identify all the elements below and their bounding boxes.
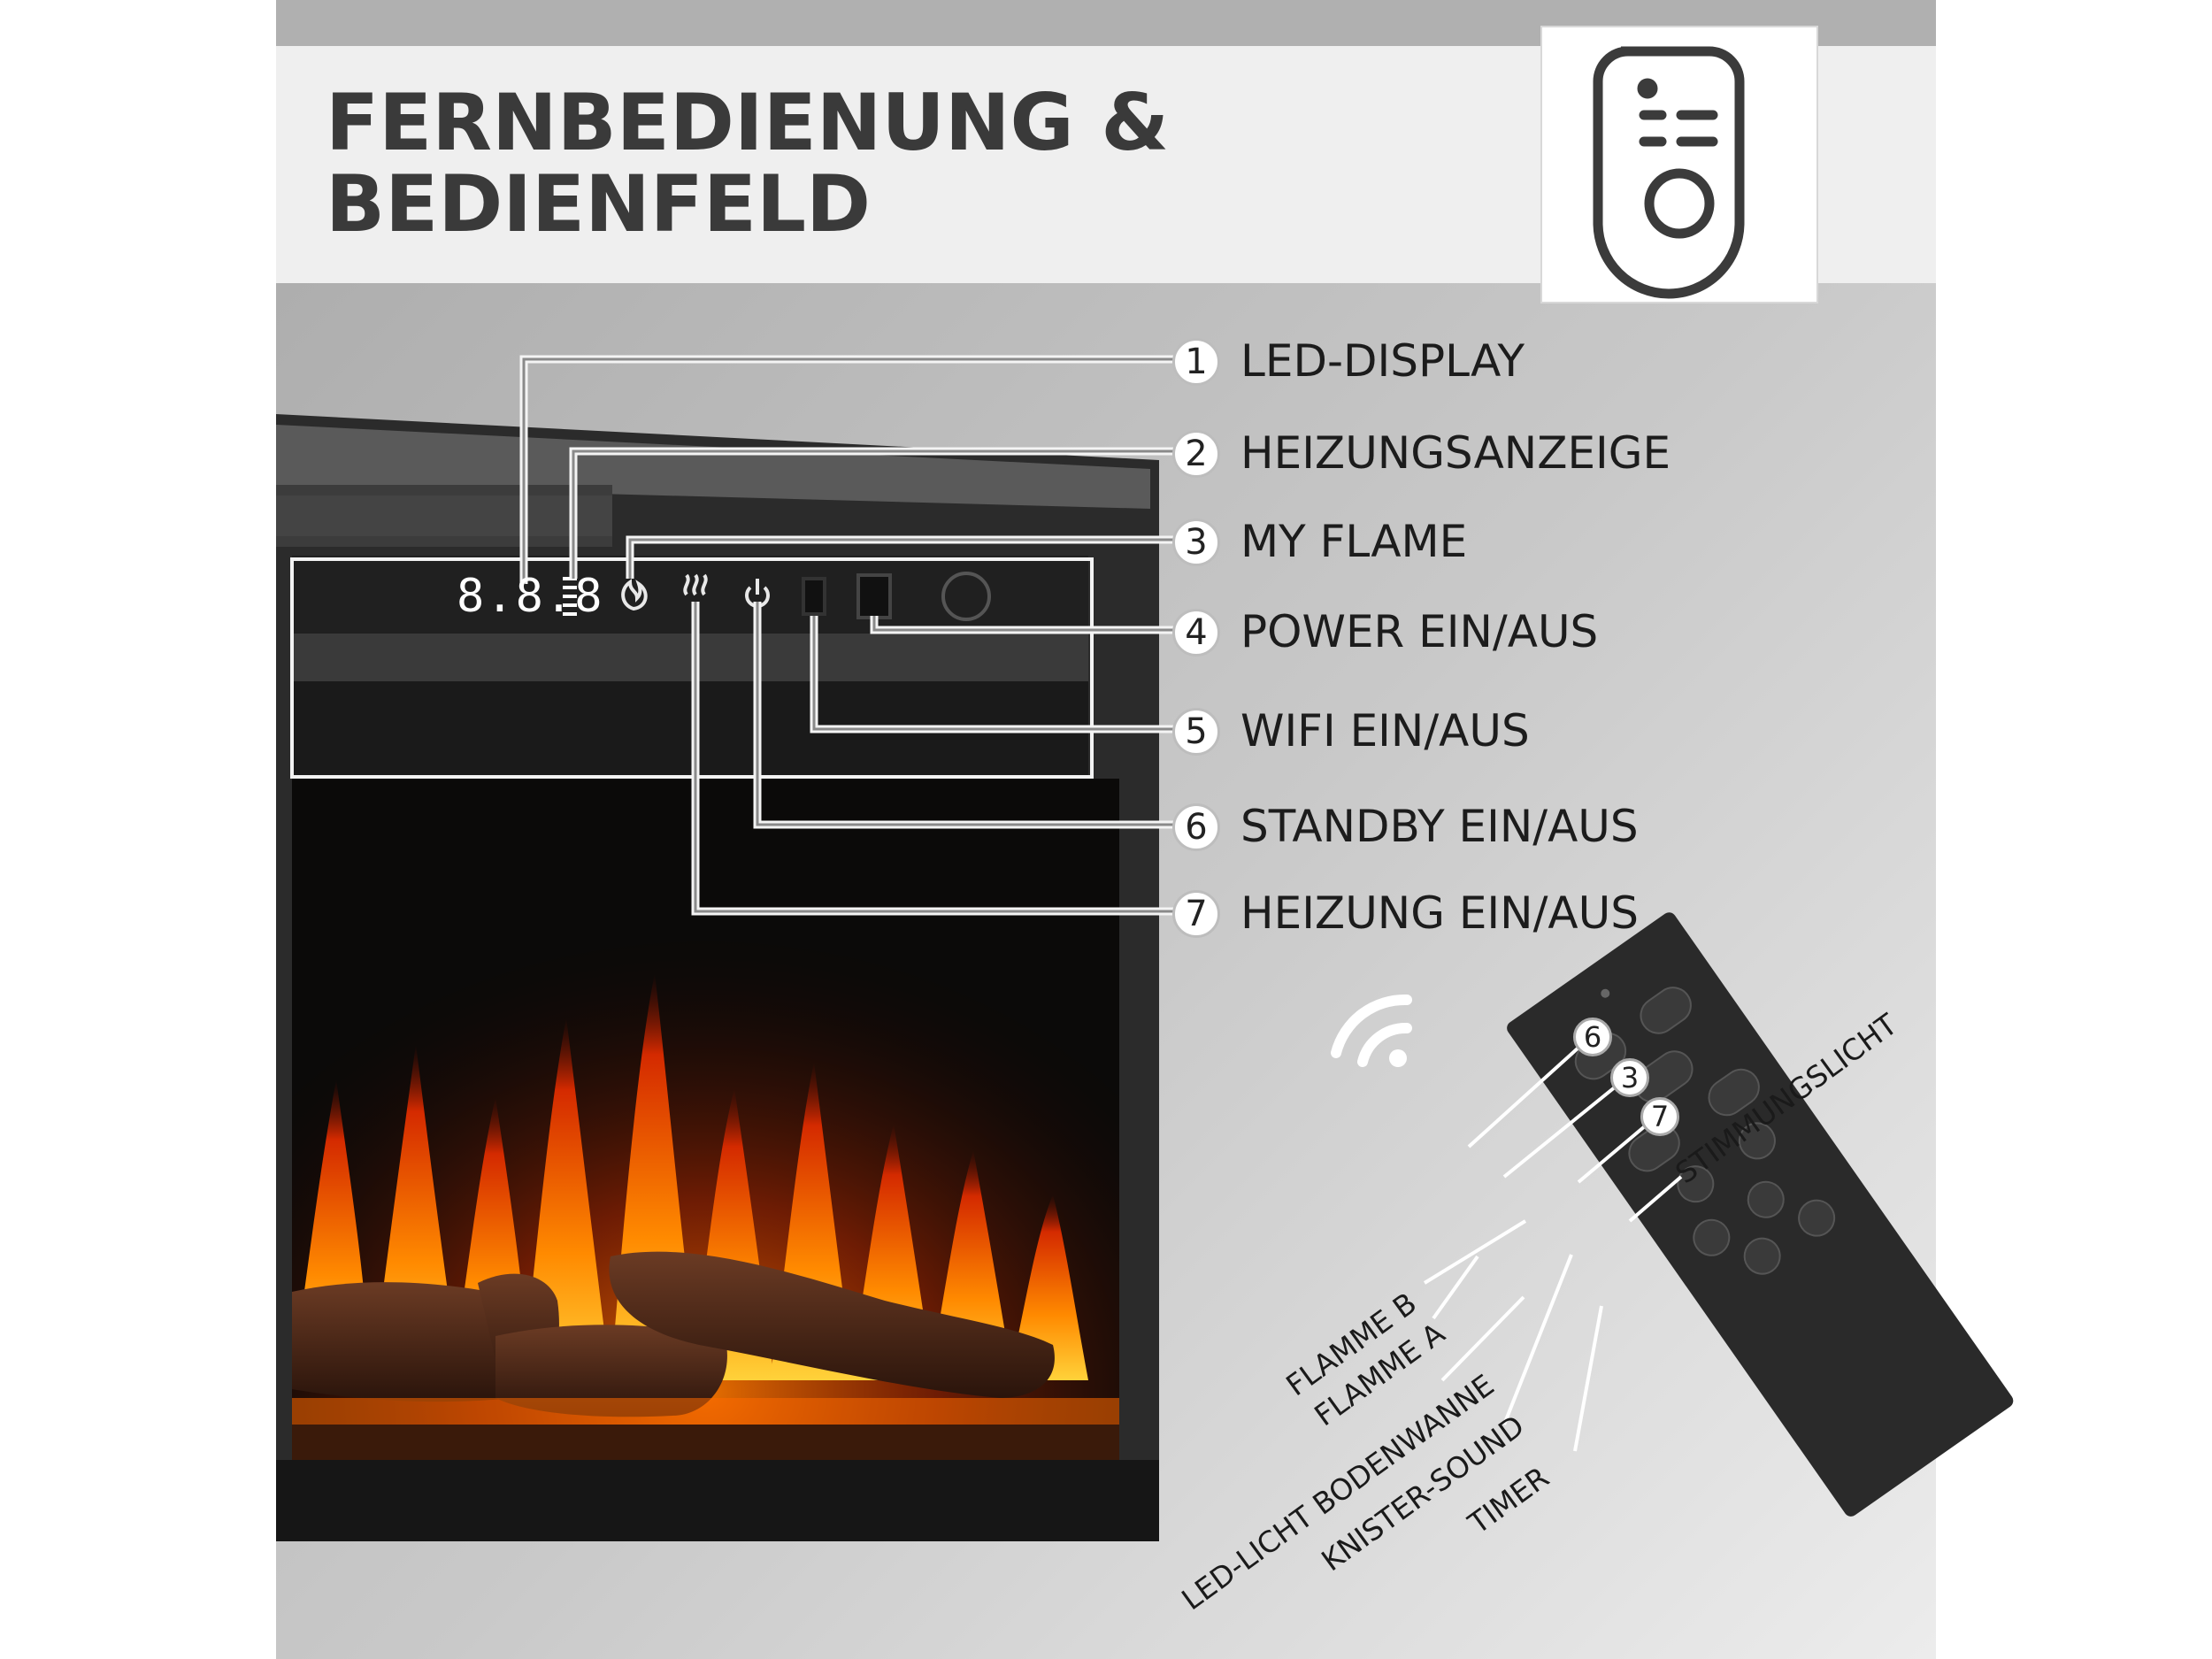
feature-number-4: 4 <box>1172 609 1220 657</box>
wifi-switch <box>802 577 826 616</box>
feature-label-heizungsanzeige: HEIZUNGSANZEIGE <box>1240 427 1671 479</box>
feature-label-led-display: LED-DISPLAY <box>1240 335 1525 387</box>
feature-number-6: 6 <box>1172 803 1220 851</box>
remote-number-3: 3 <box>1610 1058 1649 1097</box>
led-display: 8.8.8 <box>457 570 604 623</box>
remote-plus-button <box>1640 987 1692 1034</box>
panel-icons <box>563 572 991 621</box>
disabled-icon <box>941 572 991 621</box>
my-flame-icon <box>621 579 648 611</box>
feature-number-5: 5 <box>1172 708 1220 756</box>
power-switch <box>856 573 892 619</box>
remote-flamme-a-button <box>1693 1218 1731 1256</box>
remote-number-7: 7 <box>1640 1097 1679 1136</box>
logs <box>292 1251 1055 1417</box>
remote-knister-button <box>1747 1180 1785 1218</box>
remote-number-6: 6 <box>1573 1018 1612 1056</box>
page-title-line-1: FERNBEDIENUNG & <box>326 77 1170 168</box>
remote-led-button <box>1743 1237 1781 1275</box>
feature-label-power: POWER EIN/AUS <box>1240 606 1599 657</box>
remote-callout-lines <box>1423 1046 1683 1452</box>
page-title-line-2: BEDIENFELD <box>326 158 872 250</box>
remote-heat-button <box>1708 1068 1760 1117</box>
feature-number-7: 7 <box>1172 890 1220 938</box>
feature-number-2: 2 <box>1172 430 1220 478</box>
remote-stimmungslicht-button <box>1738 1122 1776 1160</box>
feature-label-wifi: WIFI EIN/AUS <box>1240 705 1530 757</box>
control-strip <box>292 556 1088 634</box>
remote-minus-button <box>1628 1124 1680 1172</box>
feature-label-standby: STANDBY EIN/AUS <box>1240 801 1639 852</box>
feature-number-1: 1 <box>1172 338 1220 386</box>
feature-label-heizung: HEIZUNG EIN/AUS <box>1240 887 1639 939</box>
fireplace <box>276 414 1159 1541</box>
remote-timer-button <box>1798 1199 1836 1237</box>
feature-number-3: 3 <box>1172 518 1220 566</box>
header-icon-box <box>1540 26 1818 303</box>
remote-control-icon <box>1593 46 1745 299</box>
wireless-signal-icon <box>1331 994 1412 1067</box>
heating-icon <box>683 573 708 596</box>
callout-lines <box>519 355 1177 916</box>
feature-label-my-flame: MY FLAME <box>1240 516 1468 567</box>
remote-flamme-b-button <box>1677 1165 1715 1203</box>
